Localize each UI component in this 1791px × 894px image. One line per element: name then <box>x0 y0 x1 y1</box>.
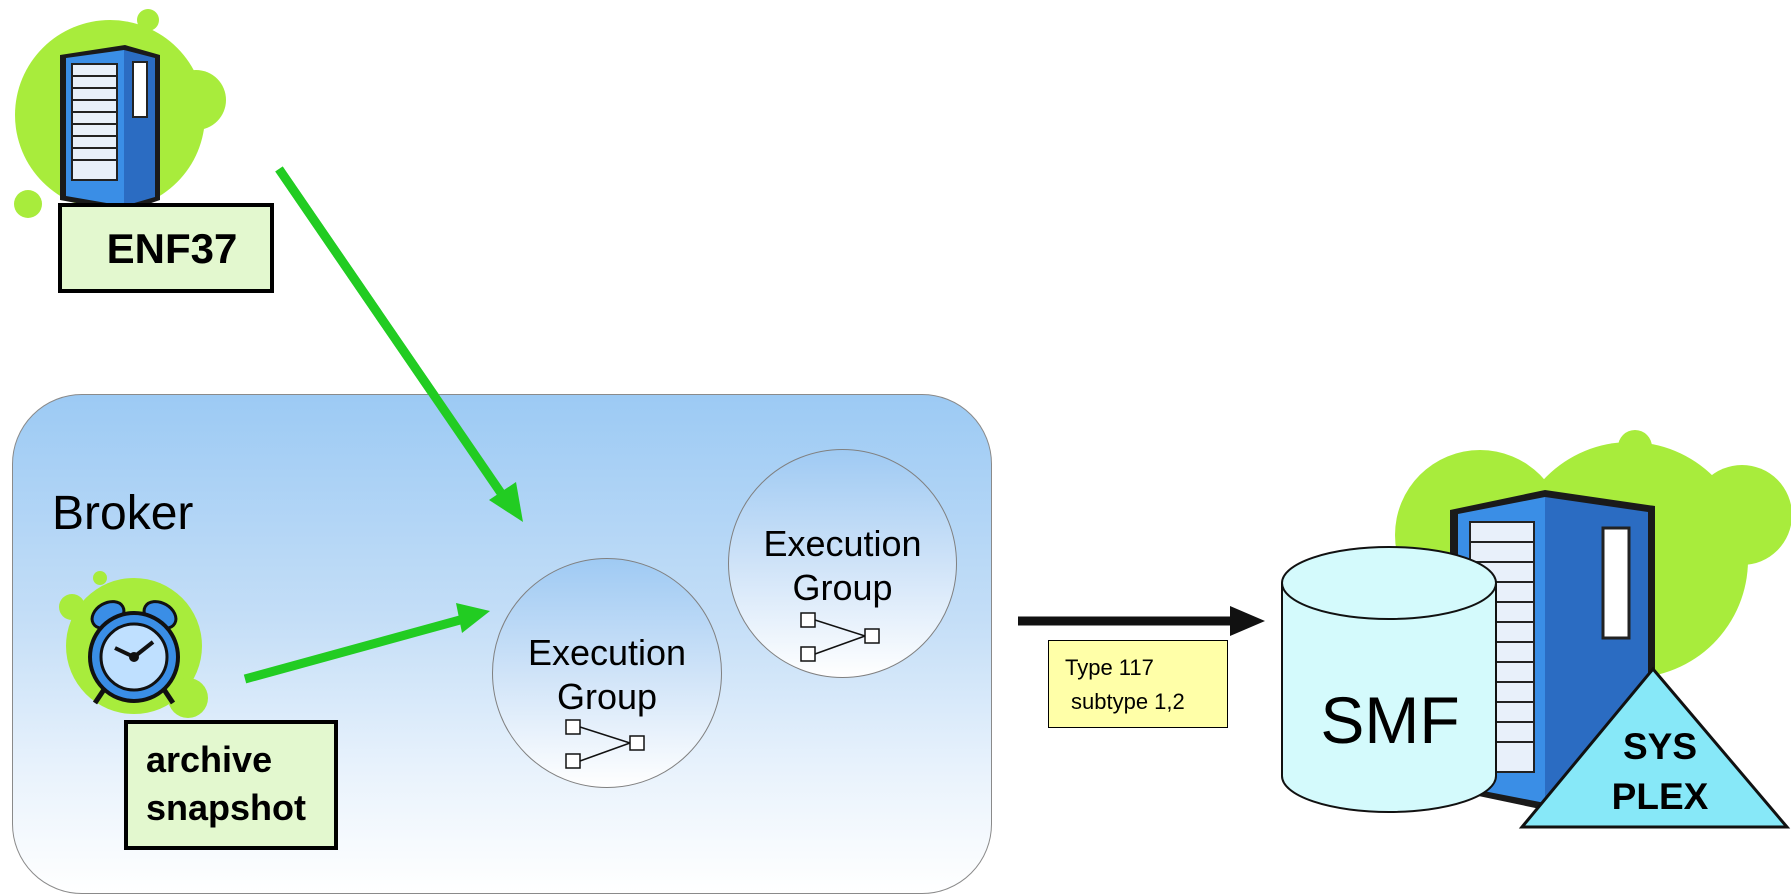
note-line-type: Type 117 <box>1065 655 1154 680</box>
archive-label-line: archive <box>146 739 273 780</box>
execution-group-2: Execution Group <box>728 449 957 678</box>
note-line-subtype: subtype 1,2 <box>1071 689 1185 714</box>
smf-database-icon <box>1281 546 1497 813</box>
sysplex-label: SYS PLEX <box>1590 722 1730 822</box>
archive-snapshot-label: archive snapshot <box>124 720 338 850</box>
execution-group-label: Group <box>792 567 893 608</box>
message-flow-icon <box>565 719 645 769</box>
sysplex-line: SYS <box>1622 726 1698 767</box>
enf-to-execution-group-arrow <box>275 166 523 522</box>
execution-group-label: Execution <box>527 632 687 673</box>
alarm-clock-icon <box>59 571 208 718</box>
execution-group-1: Execution Group <box>492 558 722 788</box>
execution-group-label: Execution <box>763 523 922 564</box>
smf-type-note: Type 117 subtype 1,2 <box>1048 640 1228 728</box>
enf37-label: ENF37 <box>58 203 274 293</box>
archive-label-line: snapshot <box>146 787 307 828</box>
overlay-graphics <box>59 166 523 718</box>
flow-icons-overlay <box>565 612 880 769</box>
broker-title: Broker <box>52 487 194 540</box>
broker-to-smf-arrow <box>1018 606 1265 636</box>
smf-label: SMF <box>1320 683 1460 757</box>
execution-group-label: Group <box>556 676 658 717</box>
diagram-graphics <box>14 9 1791 829</box>
archive-to-execution-group-arrow <box>243 603 490 684</box>
sysplex-line: PLEX <box>1611 776 1709 817</box>
message-flow-icon <box>800 612 880 662</box>
enf-server-icon <box>14 9 226 218</box>
sysplex-triangle <box>1518 666 1791 829</box>
